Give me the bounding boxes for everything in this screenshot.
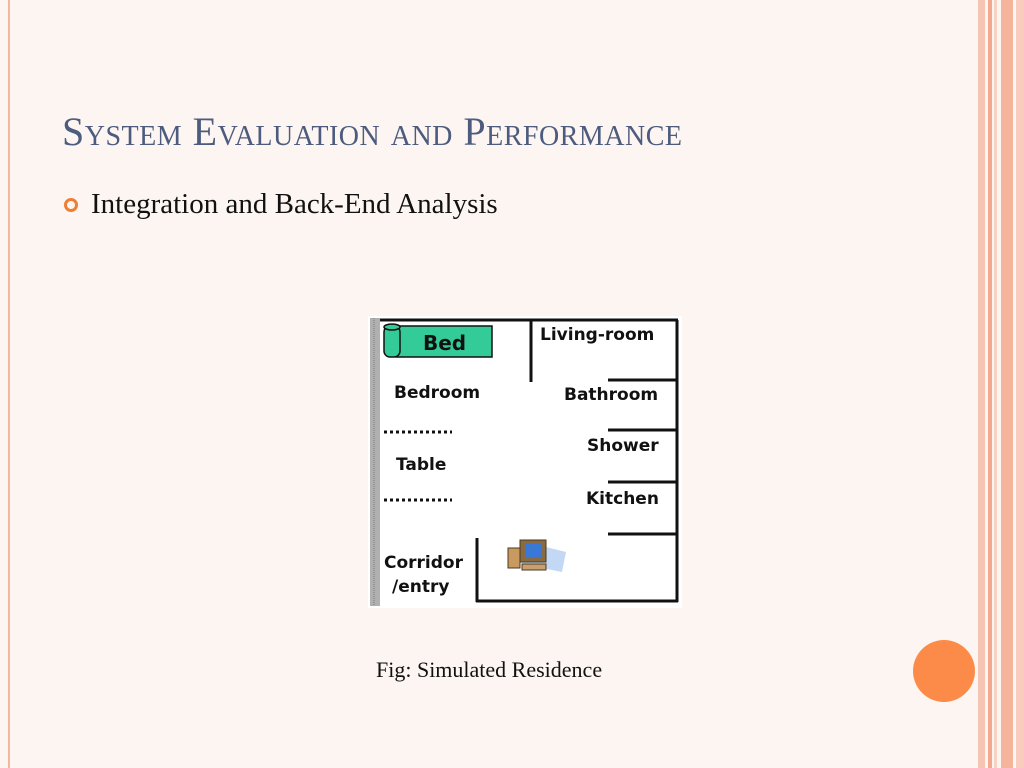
- floor-plan-svg: Bed Bedroom Table Corridor /entry Living…: [368, 316, 682, 608]
- computer-icon: [507, 539, 566, 572]
- figure-caption: Fig: Simulated Residence: [376, 657, 603, 682]
- bathroom-label: Bathroom: [564, 385, 658, 405]
- bullet-item: Integration and Back-End Analysis: [64, 188, 498, 221]
- bullet-circle-icon: [64, 197, 78, 212]
- right-decor-stripe: [1016, 0, 1024, 768]
- slide-title: System Evaluation and Performance: [62, 109, 683, 154]
- kitchen-label: Kitchen: [586, 489, 659, 509]
- entry-label: /entry: [392, 577, 449, 597]
- living-room-label: Living-room: [540, 325, 654, 345]
- bed-shape: Bed: [383, 323, 493, 358]
- bullet-text: Integration and Back-End Analysis: [91, 188, 498, 220]
- floor-plan-figure: Bed Bedroom Table Corridor /entry Living…: [368, 316, 682, 608]
- left-border-line: [8, 0, 10, 768]
- right-decor-stripe: [1001, 0, 1013, 768]
- right-decor-stripe: [988, 0, 992, 768]
- shower-label: Shower: [587, 436, 659, 456]
- decorative-circle: [913, 640, 975, 702]
- bed-label: Bed: [423, 331, 466, 355]
- bedroom-label: Bedroom: [394, 383, 480, 403]
- right-decor-stripe: [978, 0, 985, 768]
- table-label: Table: [396, 455, 446, 475]
- left-wall: [370, 318, 380, 606]
- right-decor-stripe: [994, 0, 997, 768]
- corridor-label: Corridor: [384, 553, 464, 573]
